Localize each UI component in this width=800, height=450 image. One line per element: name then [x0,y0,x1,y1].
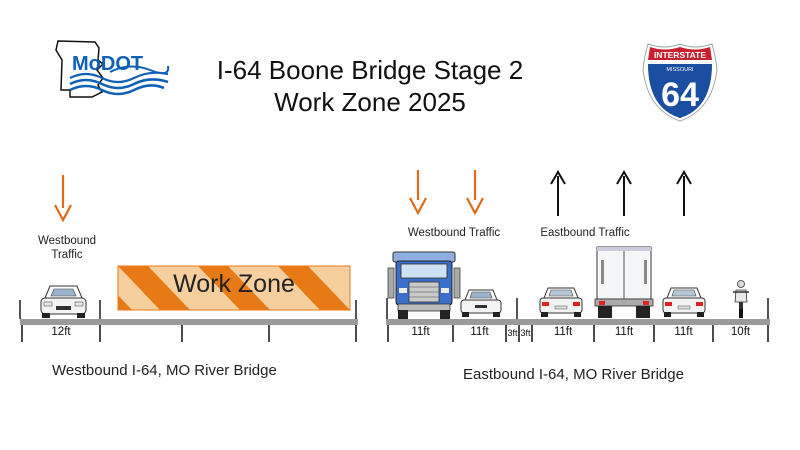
page-title: I-64 Boone Bridge Stage 2 Work Zone 2025 [195,54,545,118]
lane-width-2: 11ft [470,326,489,338]
shield-number-text: 64 [661,76,699,114]
westbound-arrow-1 [409,170,427,216]
westbound-traffic-label: Westbound Traffic [25,234,109,262]
lane-width-1: 11ft [411,326,430,338]
title-line-2: Work Zone 2025 [274,87,466,117]
title-line-1: I-64 Boone Bridge Stage 2 [216,55,524,85]
eastbound-arrow-1 [550,170,566,216]
westbound-traffic-arrow [54,175,72,223]
eastbound-arrow-2 [616,170,632,216]
work-zone-barricade [117,265,351,311]
eastbound-arrow-3 [676,170,692,216]
box-truck [594,246,654,318]
eastbound-bridge-westbound-label: Westbound Traffic [407,227,501,239]
modot-logo: MoDOT [55,40,170,98]
shield-state-text: MISSOURI [666,67,694,73]
eastbound-bridge-deck [386,298,770,342]
westbound-traffic-label-line-2: Traffic [51,249,83,261]
lane-width-6: 11ft [614,326,634,338]
work-zone-label: Work Zone [173,270,295,298]
white-car-eastbound-lane-3 [662,287,706,317]
white-car-westbound-lane [460,289,502,317]
westbound-traffic-label-line-1: Westbound [38,235,96,247]
westbound-arrow-2 [466,170,484,216]
lane-width-4: 3ft [520,328,531,338]
lane-width-3: 3ft [507,328,518,338]
lane-width-7: 11ft [674,326,693,338]
lane-width-8: 10ft [730,326,751,338]
lane-width-12ft: 12ft [51,326,71,338]
blue-semi-truck [387,251,461,319]
interstate-64-shield: INTERSTATE MISSOURI 64 [642,43,718,122]
westbound-bridge-caption: Westbound I-64, MO River Bridge [52,362,277,379]
eastbound-bridge-caption: Eastbound I-64, MO River Bridge [463,366,684,383]
white-car [40,285,87,318]
cyclist [733,280,749,318]
shield-top-text: INTERSTATE [654,50,706,60]
westbound-bridge-deck [19,300,358,342]
modot-logo-text: MoDOT [72,53,143,75]
lane-width-5: 11ft [553,326,573,338]
eastbound-traffic-label: Eastbound Traffic [540,227,630,239]
white-car-eastbound-lane-1 [539,287,583,317]
